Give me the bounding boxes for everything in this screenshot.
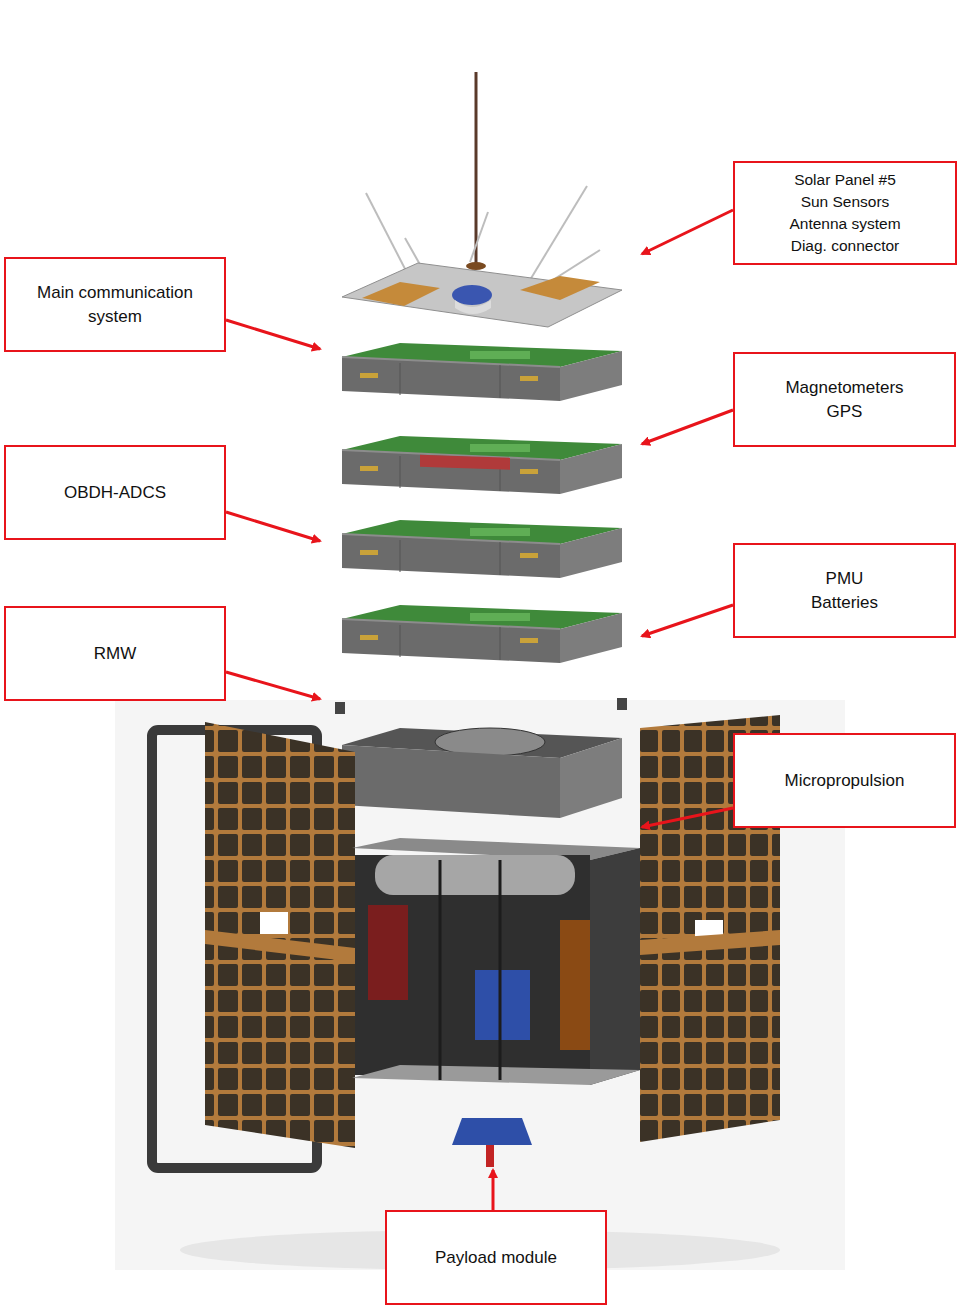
callout-text: Diag. connector [791,235,900,257]
callout-text: Main communication system [16,281,214,329]
callout-box: Main communication system [4,257,226,352]
callout-text: Magnetometers [785,376,903,400]
callout-text: Payload module [435,1246,557,1270]
callout-box: OBDH-ADCS [4,445,226,540]
callout-box: Payload module [385,1210,607,1305]
callout-text: GPS [827,400,863,424]
callout-text: Antenna system [789,213,900,235]
callout-box: Solar Panel #5Sun SensorsAntenna systemD… [733,161,957,265]
callout-text: Micropropulsion [785,769,905,793]
callout-text: Sun Sensors [801,191,890,213]
callout-text: PMU [826,567,864,591]
callout-text: RMW [94,642,136,666]
callout-box: PMUBatteries [733,543,956,638]
callout-text: Solar Panel #5 [794,169,896,191]
callout-box: Micropropulsion [733,733,956,828]
callout-box: MagnetometersGPS [733,352,956,447]
callout-text: Batteries [811,591,878,615]
callout-text: OBDH-ADCS [64,481,166,505]
callout-box: RMW [4,606,226,701]
